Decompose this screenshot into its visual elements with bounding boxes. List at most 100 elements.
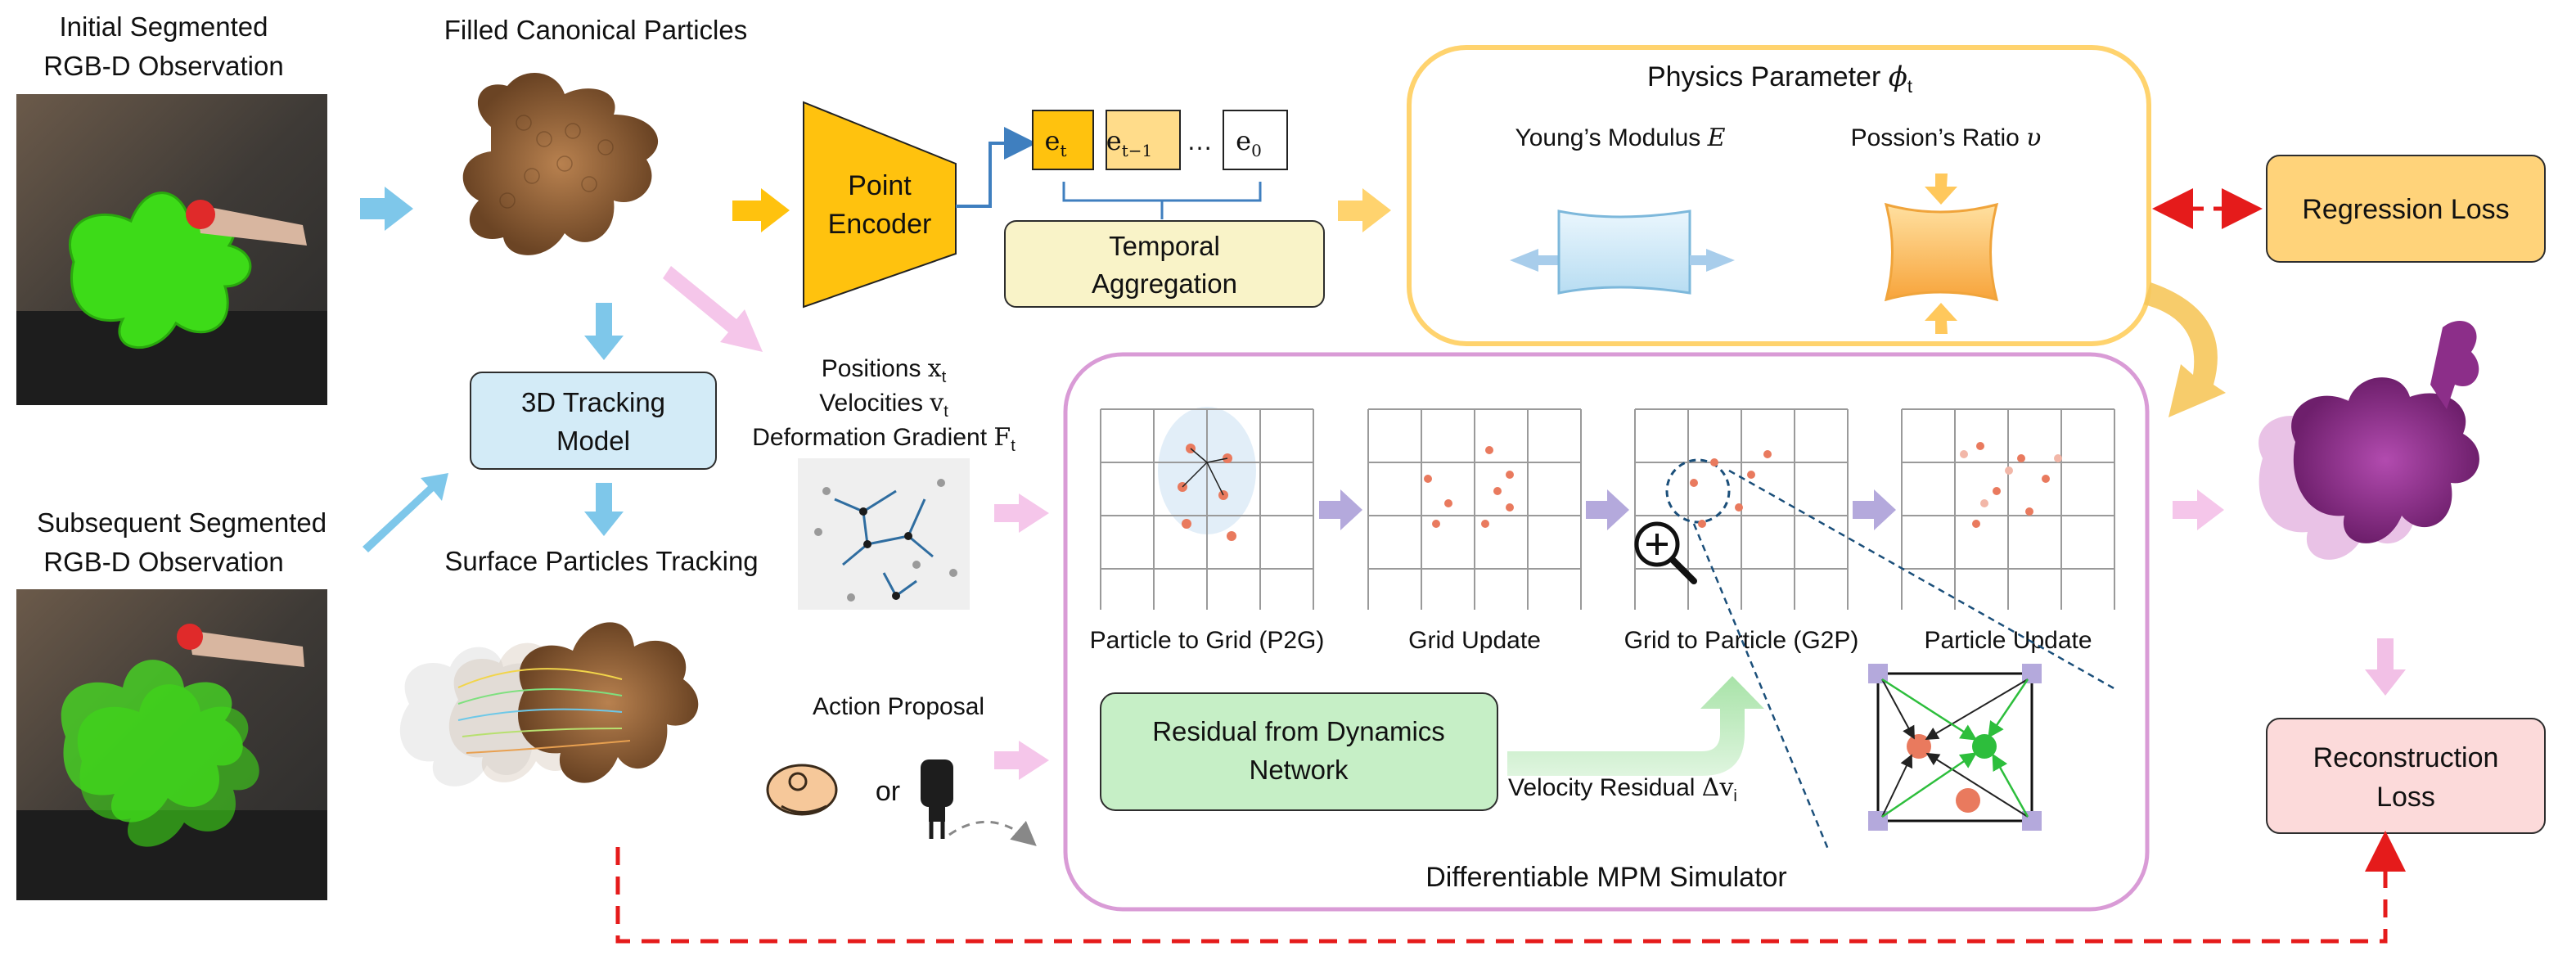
arrow-simulator-to-output (2173, 489, 2224, 530)
predicted-particles-render (2259, 320, 2479, 560)
embedding-e-t-minus-1-sub: t−1 (1122, 141, 1153, 160)
initial-observation-label-2: RGB-D Observation (43, 51, 283, 81)
positions-symbol: x (928, 354, 942, 383)
arrow-particles-to-encoder (732, 188, 790, 232)
deformation-gradient-symbol: F (993, 423, 1011, 452)
arrow-tracking-to-surface (584, 483, 624, 536)
arrow-physics-to-simulator (2144, 282, 2226, 417)
grid-update (1367, 408, 1582, 610)
action-proposal-label: Action Proposal (813, 693, 984, 720)
velocity-residual-text: Velocity Residual (1508, 774, 1702, 801)
residual-network-label-2: Network (1249, 755, 1349, 785)
embedding-e-0-sub: 0 (1251, 141, 1262, 160)
embedding-e-t-minus-1: et−1 (1106, 110, 1181, 170)
physics-parameter-title-sub: t (1907, 76, 1912, 97)
zoom-line-top (1728, 469, 2116, 691)
tracking-model-box: 3D Tracking Model (470, 372, 717, 470)
step-label-g2p: Grid to Particle (G2P) (1624, 627, 1859, 654)
arrow-grid-update-to-g2p (1586, 489, 1629, 530)
residual-network-label-1: Residual from Dynamics (1152, 716, 1445, 746)
young-modulus-text: Young’s Modulus (1515, 124, 1707, 151)
reconstruction-loss-arrow (615, 831, 2406, 944)
velocity-residual-label: Velocity Residual Δvi (1508, 773, 1737, 805)
particle-state-graph (798, 458, 970, 610)
zoomed-cell (1868, 664, 2042, 831)
embedding-e-0: e0 (1223, 110, 1288, 170)
step-label-p2g: Particle to Grid (P2G) (1090, 627, 1325, 654)
poisson-ratio-label: Possion’s Ratio υ (1851, 124, 2042, 152)
action-dashed-arrow (948, 820, 1037, 846)
deformation-gradient-text: Deformation Gradient (752, 424, 993, 451)
velocities-text: Velocities (819, 390, 930, 417)
arrow-output-to-reconstruction (2365, 638, 2406, 696)
temporal-aggregation-box: Temporal Aggregation (1004, 220, 1325, 308)
poisson-ratio-text: Possion’s Ratio (1851, 124, 2027, 151)
grid-p2g (1100, 407, 1314, 610)
positions-text: Positions (822, 355, 928, 382)
reconstruction-loss-box: Reconstruction Loss (2266, 718, 2546, 834)
velocities-sub: t (943, 403, 948, 421)
gripper-icon (921, 759, 953, 839)
embedding-e-t-sub: t (1060, 141, 1066, 160)
svg-text:et−1: et−1 (1106, 125, 1152, 160)
step-label-particle-update: Particle Update (1924, 627, 2092, 654)
arrow-state-to-simulator (994, 494, 1049, 533)
point-encoder: Point Encoder (803, 101, 957, 309)
physics-parameter-title-text: Physics Parameter (1647, 61, 1889, 92)
zoom-line-bottom (1692, 523, 1831, 852)
magnifier-icon (1634, 521, 1697, 584)
arrow-p2g-to-grid-update (1319, 489, 1362, 530)
regression-loss-label: Regression Loss (2302, 194, 2509, 225)
young-modulus-illustration (1510, 210, 1735, 295)
arrow-action-to-simulator (994, 741, 1049, 780)
simulator-label: Differentiable MPM Simulator (1425, 862, 1787, 893)
reconstruction-loss-label-2: Loss (2376, 782, 2435, 813)
point-encoder-label-1: Point (848, 170, 912, 201)
reconstruction-loss-label-1: Reconstruction (2313, 742, 2499, 773)
filled-particles-render (462, 72, 659, 255)
residual-network-box: Residual from Dynamics Network (1100, 692, 1498, 811)
tracking-model-label-2: Model (556, 426, 630, 456)
embedding-ellipsis: … (1187, 126, 1213, 155)
arrow-g2p-to-particle-update (1853, 489, 1896, 530)
embedding-e-t-minus-1-base: e (1106, 125, 1122, 156)
svg-text:et: et (1045, 125, 1067, 160)
action-or-label: or (876, 776, 900, 807)
regression-loss-box: Regression Loss (2266, 155, 2546, 263)
poisson-ratio-symbol: υ (2026, 124, 2041, 152)
initial-observation-label-1: Initial Segmented (60, 11, 268, 42)
arrow-embeddings-to-physics (1338, 188, 1391, 232)
subsequent-observation-label-2: RGB-D Observation (43, 547, 283, 577)
arrow-subsequent-to-tracking (363, 473, 448, 552)
physics-parameter-title: Physics Parameter ϕt (1647, 61, 1912, 97)
grid-g2p (1634, 408, 1849, 610)
initial-observation-image (16, 94, 327, 405)
young-modulus-label: Young’s Modulus E (1515, 124, 1725, 152)
subsequent-observation-image (16, 589, 327, 900)
velocity-residual-symbol: Δv (1702, 773, 1734, 802)
arrow-initial-to-particles (360, 187, 413, 231)
deformation-gradient-label: Deformation Gradient Ft (752, 423, 1016, 455)
embedding-e-t-base: e (1045, 125, 1061, 156)
hand-pinch-icon (766, 764, 838, 816)
filled-particles-label: Filled Canonical Particles (444, 15, 748, 45)
aggregation-bracket (1062, 182, 1262, 219)
residual-arrow (1507, 676, 1764, 776)
encoder-to-embedding-arrow (956, 127, 1037, 208)
arrow-particles-to-tracking (584, 303, 624, 360)
young-modulus-symbol: E (1707, 124, 1726, 152)
deformation-gradient-sub: t (1011, 437, 1016, 455)
poisson-ratio-illustration (1884, 174, 1999, 334)
velocities-symbol: v (929, 389, 943, 417)
velocity-residual-sub: i (1733, 787, 1736, 805)
step-label-grid-update: Grid Update (1408, 627, 1541, 654)
subsequent-observation-label-1: Subsequent Segmented (37, 507, 327, 538)
temporal-aggregation-label-2: Aggregation (1092, 268, 1237, 299)
temporal-aggregation-label-1: Temporal (1109, 231, 1220, 261)
positions-sub: t (942, 368, 947, 386)
embedding-e-0-base: e (1236, 125, 1251, 156)
grid-particle-update (1901, 408, 2115, 610)
embedding-e-t: et (1032, 110, 1094, 170)
velocities-label: Velocities vt (819, 389, 948, 421)
